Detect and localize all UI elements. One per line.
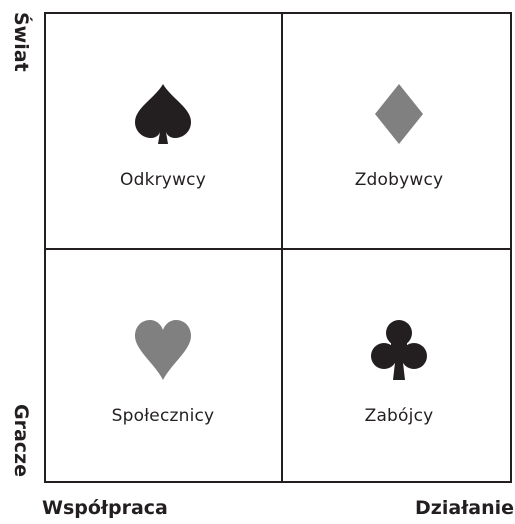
diamond-icon	[375, 84, 423, 144]
y-axis-top-label: Świat	[10, 12, 32, 72]
quadrant-grid: Odkrywcy Zdobywcy Społecznicy Zabójcy	[44, 12, 512, 483]
quadrant-label-achievers: Zdobywcy	[354, 170, 444, 190]
x-axis-left-label: Współpraca	[42, 497, 168, 519]
quadrant-socializers: Społecznicy	[46, 250, 280, 484]
quadrant-label-explorers: Odkrywcy	[120, 170, 206, 190]
quadrant-achievers: Zdobywcy	[282, 14, 515, 248]
quadrant-killers: Zabójcy	[282, 250, 515, 484]
quadrant-label-killers: Zabójcy	[364, 406, 434, 426]
vertical-divider	[281, 14, 283, 481]
spade-icon	[135, 84, 191, 144]
x-axis-right-label: Działanie	[415, 497, 514, 519]
quadrant-explorers: Odkrywcy	[46, 14, 280, 248]
heart-icon	[135, 320, 191, 380]
horizontal-divider	[46, 248, 510, 250]
quadrant-label-socializers: Społecznicy	[111, 406, 215, 426]
y-axis-bottom-label: Gracze	[10, 404, 32, 477]
club-icon	[371, 320, 427, 380]
